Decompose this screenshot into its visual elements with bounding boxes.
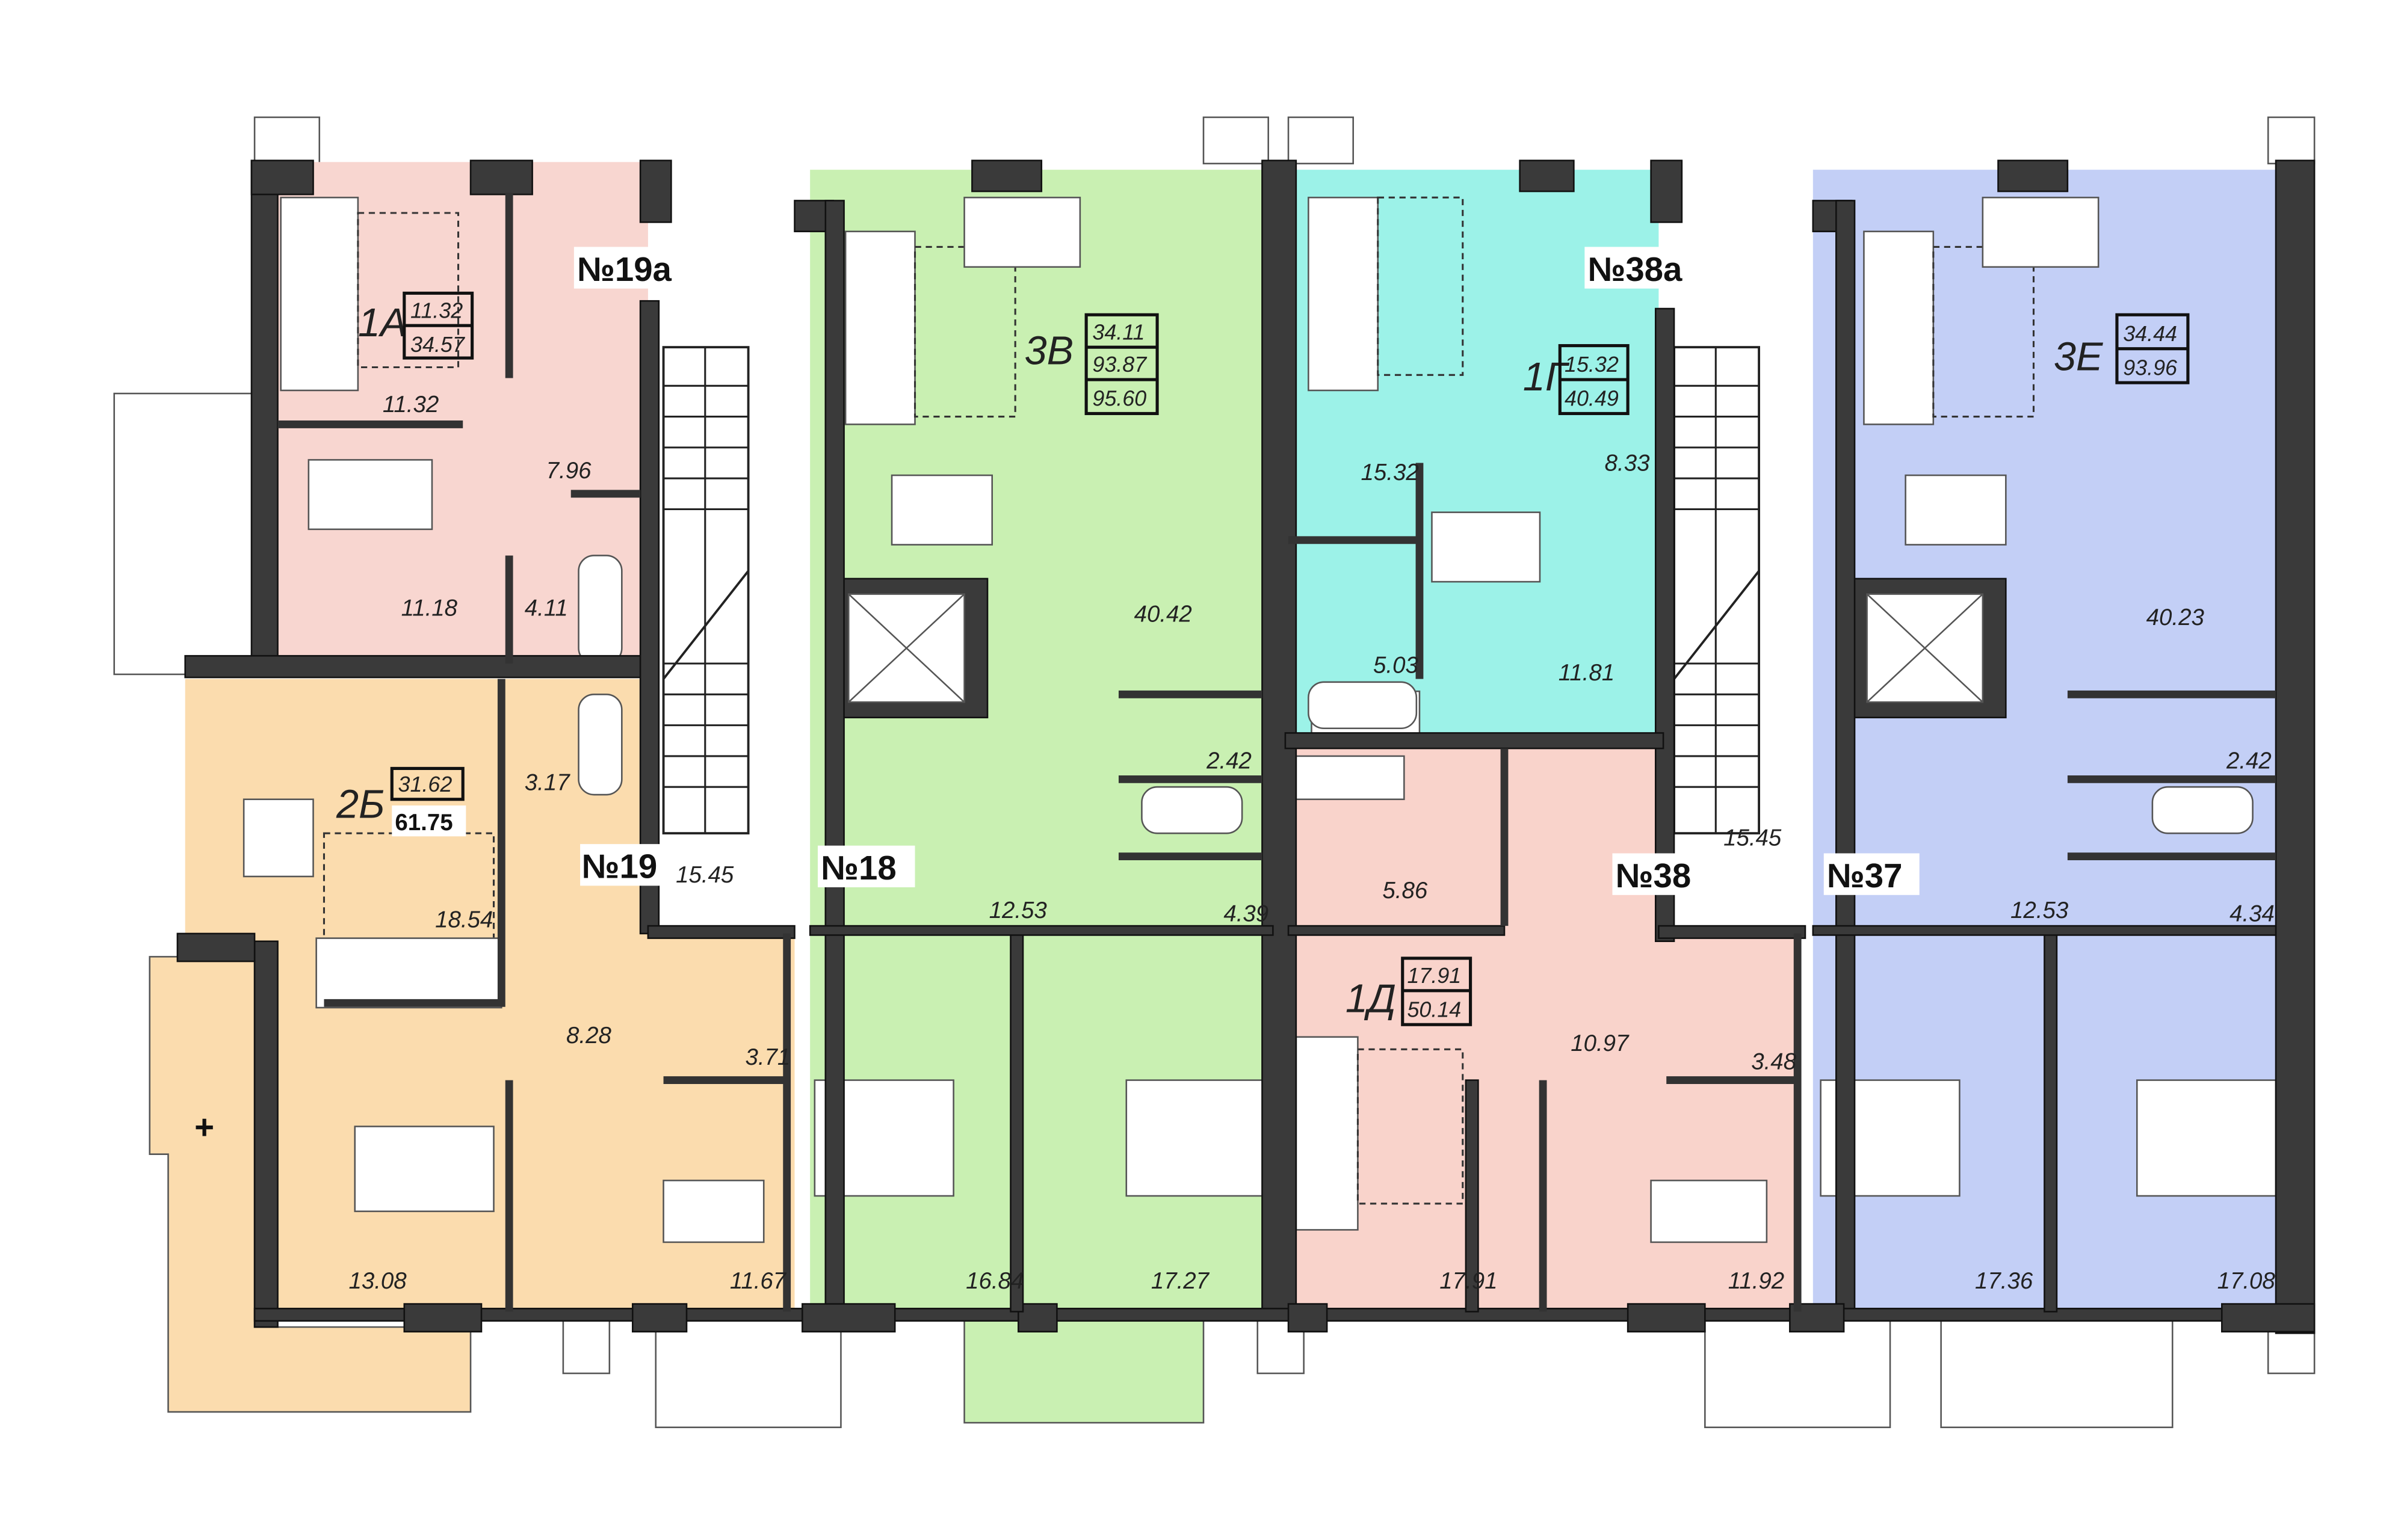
room-area: 12.53: [2010, 898, 2069, 923]
entrance-19[interactable]: №19: [582, 848, 658, 886]
room-area: 11.67: [730, 1268, 787, 1294]
furniture: [243, 196, 2277, 1243]
elevator-left: [832, 578, 989, 719]
walls: [176, 159, 2316, 1334]
apartment-1d-area[interactable]: [1288, 748, 1798, 1312]
staircase-left: [662, 346, 750, 835]
room-area: 10.97: [1571, 1030, 1630, 1056]
total-area-with-balcony: 95.60: [1092, 387, 1146, 411]
room-area: 11.81: [1559, 660, 1614, 686]
room-area: 2.42: [1206, 748, 1252, 774]
living-area: 34.11: [1092, 320, 1145, 344]
apartment-3v: 3В 34.11 93.87 95.60 40.42 2.42 12.53 4.…: [966, 313, 1268, 1294]
total-area: 50.14: [1407, 997, 1461, 1021]
apartment-code: 1А: [358, 301, 407, 345]
room-area: 40.23: [2146, 605, 2205, 630]
total-area: 34.57: [410, 333, 466, 357]
total-area: 40.49: [1565, 387, 1619, 411]
room-area: 40.42: [1134, 602, 1192, 627]
room-area: 3.71: [745, 1044, 790, 1070]
apartment-1d: 1Д 17.91 50.14 5.86 10.97 3.48 17.91 11.…: [1346, 878, 1797, 1294]
room-area: 8.33: [1605, 450, 1650, 476]
living-area: 31.62: [398, 772, 453, 796]
apartment-1a: 1А 11.32 34.57 11.32 7.96 11.18 4.11: [358, 291, 592, 621]
room-area: 11.92: [1728, 1268, 1784, 1294]
room-area: 4.34: [2229, 901, 2275, 926]
entrance-38a[interactable]: №38а: [1587, 250, 1682, 288]
apartment-code: 1Г: [1523, 355, 1570, 399]
living-area: 11.32: [410, 298, 463, 322]
room-area: 5.03: [1373, 652, 1418, 678]
room-area: 5.86: [1382, 878, 1427, 904]
room-area: 11.18: [401, 595, 458, 621]
apartment-2b: 2Б 31.62 61.75 3.17 18.54 8.28 3.71 13.0…: [194, 766, 790, 1294]
room-area: 11.32: [383, 392, 439, 417]
apartment-code: 1Д: [1346, 977, 1396, 1021]
living-area: 15.32: [1565, 353, 1619, 377]
room-area: 12.53: [989, 898, 1048, 923]
apartment-code: 2Б: [336, 783, 385, 827]
room-area: 2.42: [2226, 748, 2272, 774]
room-area: 7.96: [546, 458, 592, 484]
room-area: 17.36: [1975, 1268, 2033, 1294]
room-area: 15.32: [1361, 460, 1419, 485]
total-area: 61.75: [395, 810, 453, 836]
entrance-38[interactable]: №38: [1616, 857, 1692, 895]
living-area: 34.44: [2123, 322, 2177, 346]
entrance-labels: №19а №19 №18 №38а №38 №37 15.45 15.45: [573, 247, 1920, 895]
entrance-18[interactable]: №18: [821, 849, 897, 887]
room-area: 4.39: [1223, 901, 1268, 926]
room-area: 13.08: [348, 1268, 407, 1294]
entrance-37[interactable]: №37: [1827, 857, 1903, 895]
room-area: 8.28: [566, 1023, 611, 1049]
total-area: 93.96: [2123, 356, 2177, 380]
room-area: 17.91: [1439, 1268, 1497, 1294]
room-area: 3.48: [1751, 1049, 1796, 1075]
staircase-right: [1673, 346, 1761, 835]
room-area: 3.17: [525, 769, 570, 795]
balcony-mark: +: [194, 1108, 214, 1146]
total-area: 93.87: [1092, 353, 1148, 377]
room-area: 18.54: [435, 907, 493, 933]
living-area: 17.91: [1407, 964, 1461, 988]
apartment-1g: 1Г 15.32 40.49 15.32 8.33 5.03 11.81: [1361, 344, 1650, 686]
elevator-right: [1850, 578, 2007, 719]
entrance-19a[interactable]: №19а: [577, 250, 672, 288]
room-area: 4.11: [525, 595, 568, 621]
room-area: 17.27: [1151, 1268, 1210, 1294]
apartment-code: 3Е: [2054, 335, 2104, 380]
apartment-code: 3В: [1025, 328, 1074, 373]
stair-area: 15.45: [676, 862, 734, 888]
room-area: 16.84: [966, 1268, 1024, 1294]
room-area: 17.08: [2217, 1268, 2276, 1294]
stair-area: 15.45: [1723, 825, 1782, 851]
apartment-3e: 3Е 34.44 93.96 40.23 2.42 12.53 4.34 17.…: [1975, 313, 2276, 1294]
